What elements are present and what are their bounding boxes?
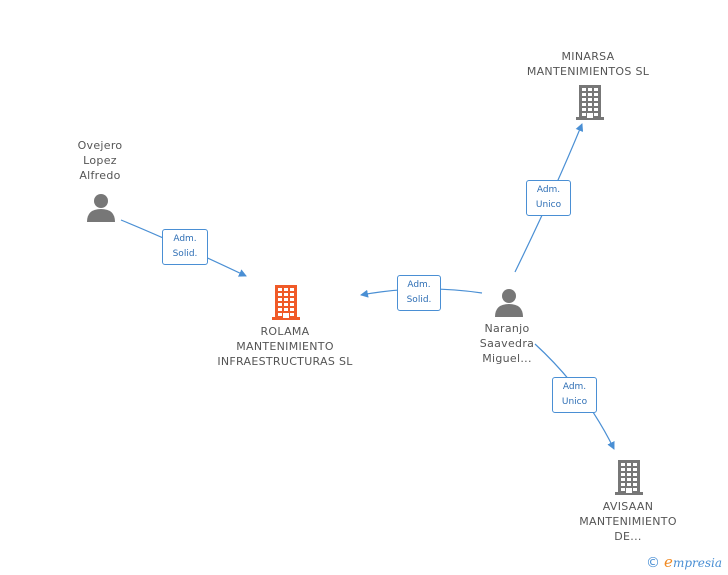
edge-label-naranjo-rolama[interactable]: Adm. Solid.: [397, 275, 441, 311]
edge-label-naranjo-minarsa[interactable]: Adm. Unico: [526, 180, 571, 216]
node-label-ovejero[interactable]: Ovejero Lopez Alfredo: [77, 139, 123, 182]
empresia-logo: empresia: [664, 553, 722, 571]
edge-label-naranjo-avisaan[interactable]: Adm. Unico: [552, 377, 597, 413]
person-icon[interactable]: [494, 287, 524, 321]
person-icon[interactable]: [86, 192, 116, 226]
building-icon[interactable]: [271, 284, 301, 324]
building-icon[interactable]: [614, 459, 644, 499]
footer-brand: © empresia: [646, 554, 722, 571]
edge-label-ovejero-rolama[interactable]: Adm. Solid.: [162, 229, 208, 265]
building-icon[interactable]: [575, 84, 605, 124]
copyright-icon: ©: [646, 554, 661, 571]
node-label-minarsa[interactable]: MINARSA MANTENIMIENTOS SL: [526, 50, 650, 78]
node-label-avisaan[interactable]: AVISAAN MANTENIMIENTO DE...: [579, 500, 677, 543]
node-label-rolama[interactable]: ROLAMA MANTENIMIENTO INFRAESTRUCTURAS SL: [217, 325, 353, 368]
node-label-naranjo[interactable]: Naranjo Saavedra Miguel...: [479, 322, 535, 365]
